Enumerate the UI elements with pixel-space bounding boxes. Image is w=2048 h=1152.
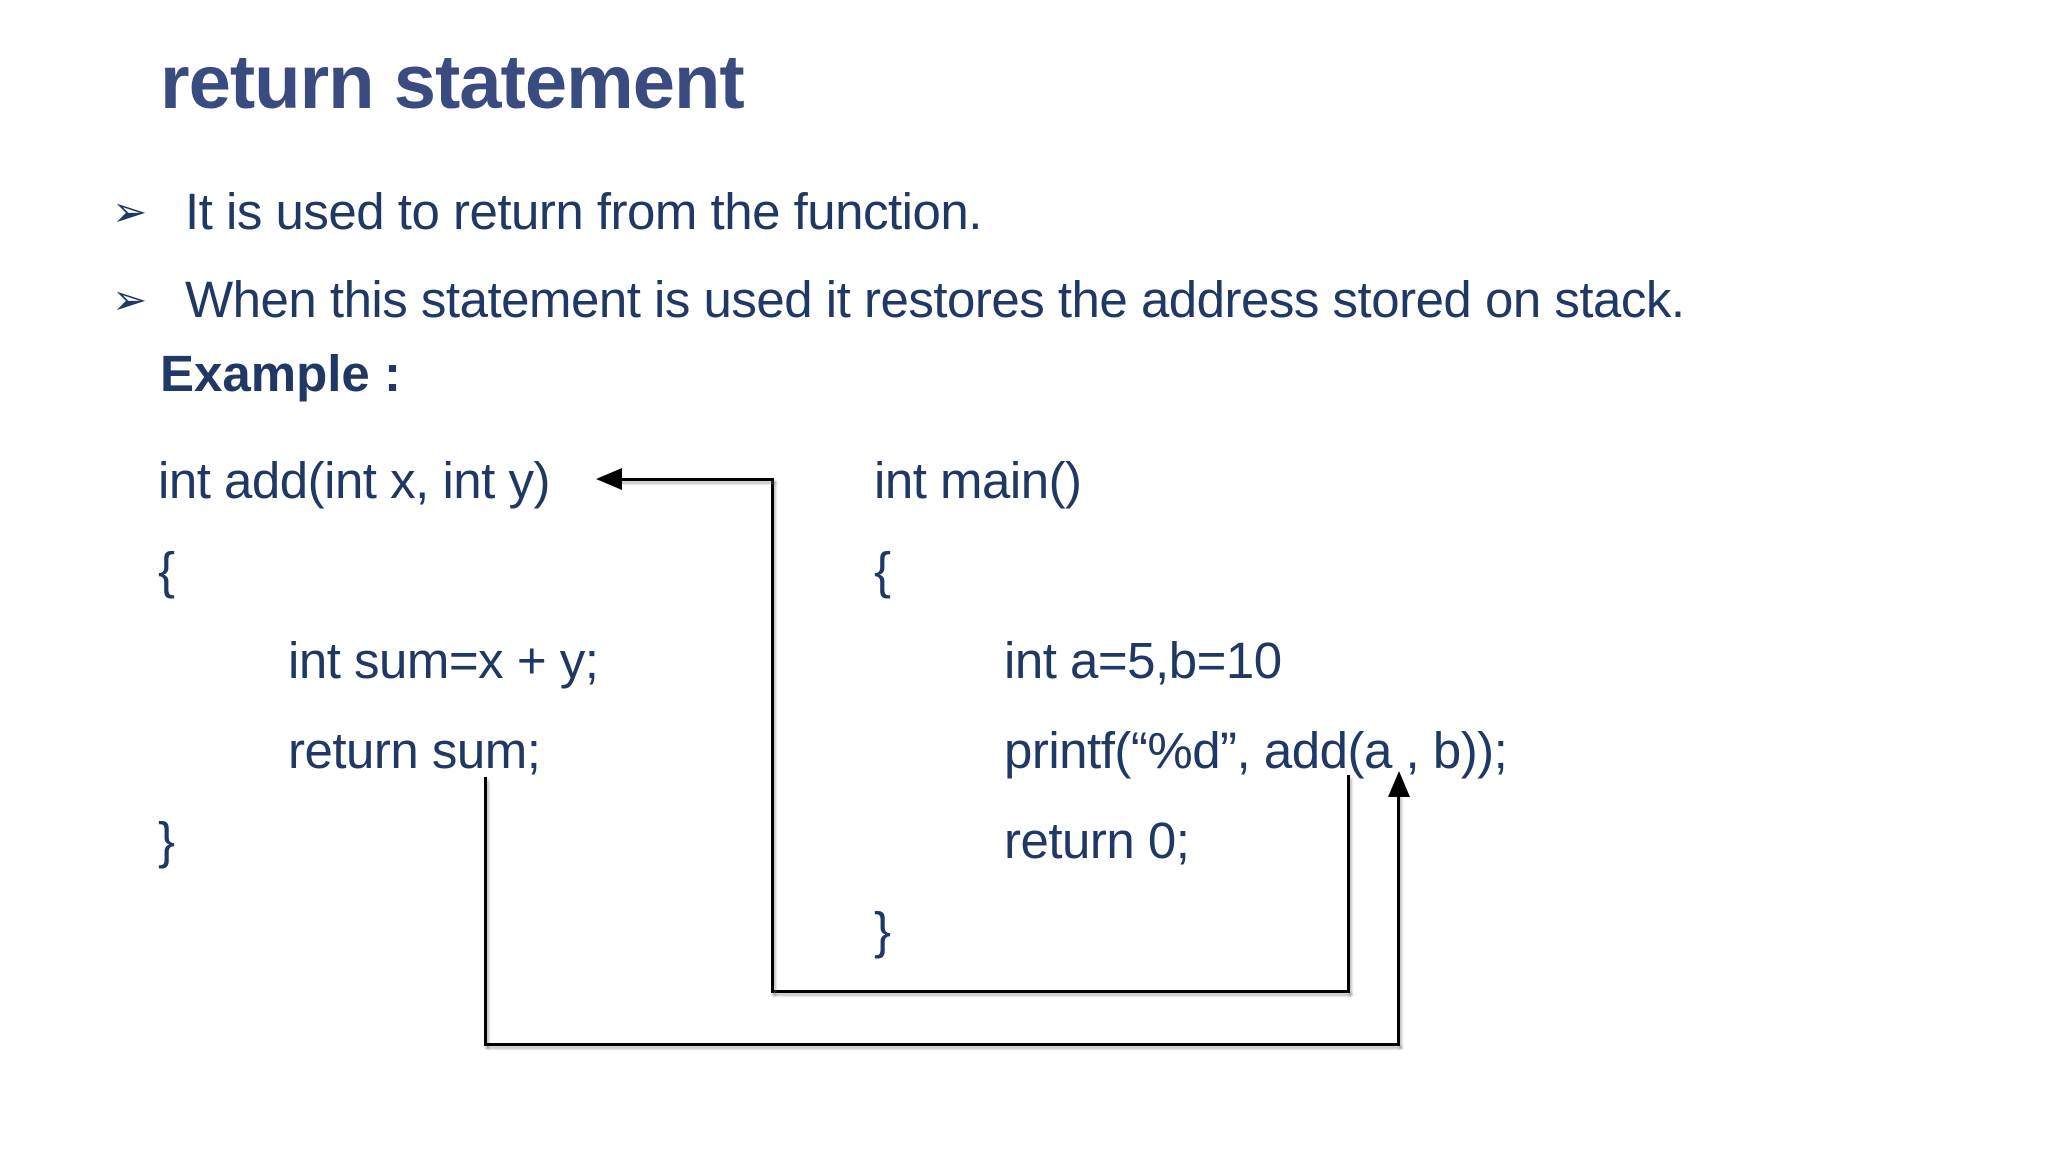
call-arrow-vertical-up	[771, 478, 774, 993]
bullet-item-1: ➢ It is used to return from the function…	[112, 180, 982, 244]
code-line-close-brace: }	[874, 902, 891, 959]
code-line-main-signature: int main()	[874, 452, 1082, 509]
code-line-add-signature: int add(int x, int y)	[158, 452, 551, 509]
code-block-main-function: int main() { int a=5,b=10 printf(“%d”, a…	[874, 436, 1508, 976]
call-arrow-vertical-from-callsite	[1347, 775, 1350, 993]
code-line-close-brace: }	[158, 812, 175, 869]
return-arrow-horizontal-bottom	[484, 1043, 1400, 1046]
up-arrowhead-icon	[1388, 771, 1410, 797]
return-arrow-vertical-up	[1397, 794, 1400, 1046]
page-title: return statement	[160, 40, 745, 125]
code-line-open-brace: {	[874, 542, 891, 599]
arrow-bullet-icon: ➢	[112, 275, 147, 324]
arrow-bullet-icon: ➢	[112, 187, 147, 236]
code-line-return-zero: return 0;	[1004, 812, 1190, 869]
bullet-text-1: It is used to return from the function.	[185, 183, 982, 240]
code-line-printf-call: printf(“%d”, add(a , b));	[1004, 722, 1508, 779]
example-label: Example :	[160, 345, 401, 402]
left-arrowhead-icon	[596, 468, 622, 490]
code-line-open-brace: {	[158, 542, 175, 599]
call-arrow-horizontal-top	[612, 478, 774, 481]
bullet-text-2: When this statement is used it restores …	[185, 271, 1685, 328]
bullet-item-2: ➢ When this statement is used it restore…	[112, 268, 1685, 332]
return-arrow-vertical-from-sum	[484, 777, 487, 1046]
code-line-sum-declaration: int sum=x + y;	[288, 632, 599, 689]
code-line-return-sum: return sum;	[288, 722, 541, 779]
code-block-add-function: int add(int x, int y) { int sum=x + y; r…	[158, 436, 599, 886]
code-line-variable-declaration: int a=5,b=10	[1004, 632, 1282, 689]
call-arrow-horizontal-bottom	[771, 990, 1350, 993]
